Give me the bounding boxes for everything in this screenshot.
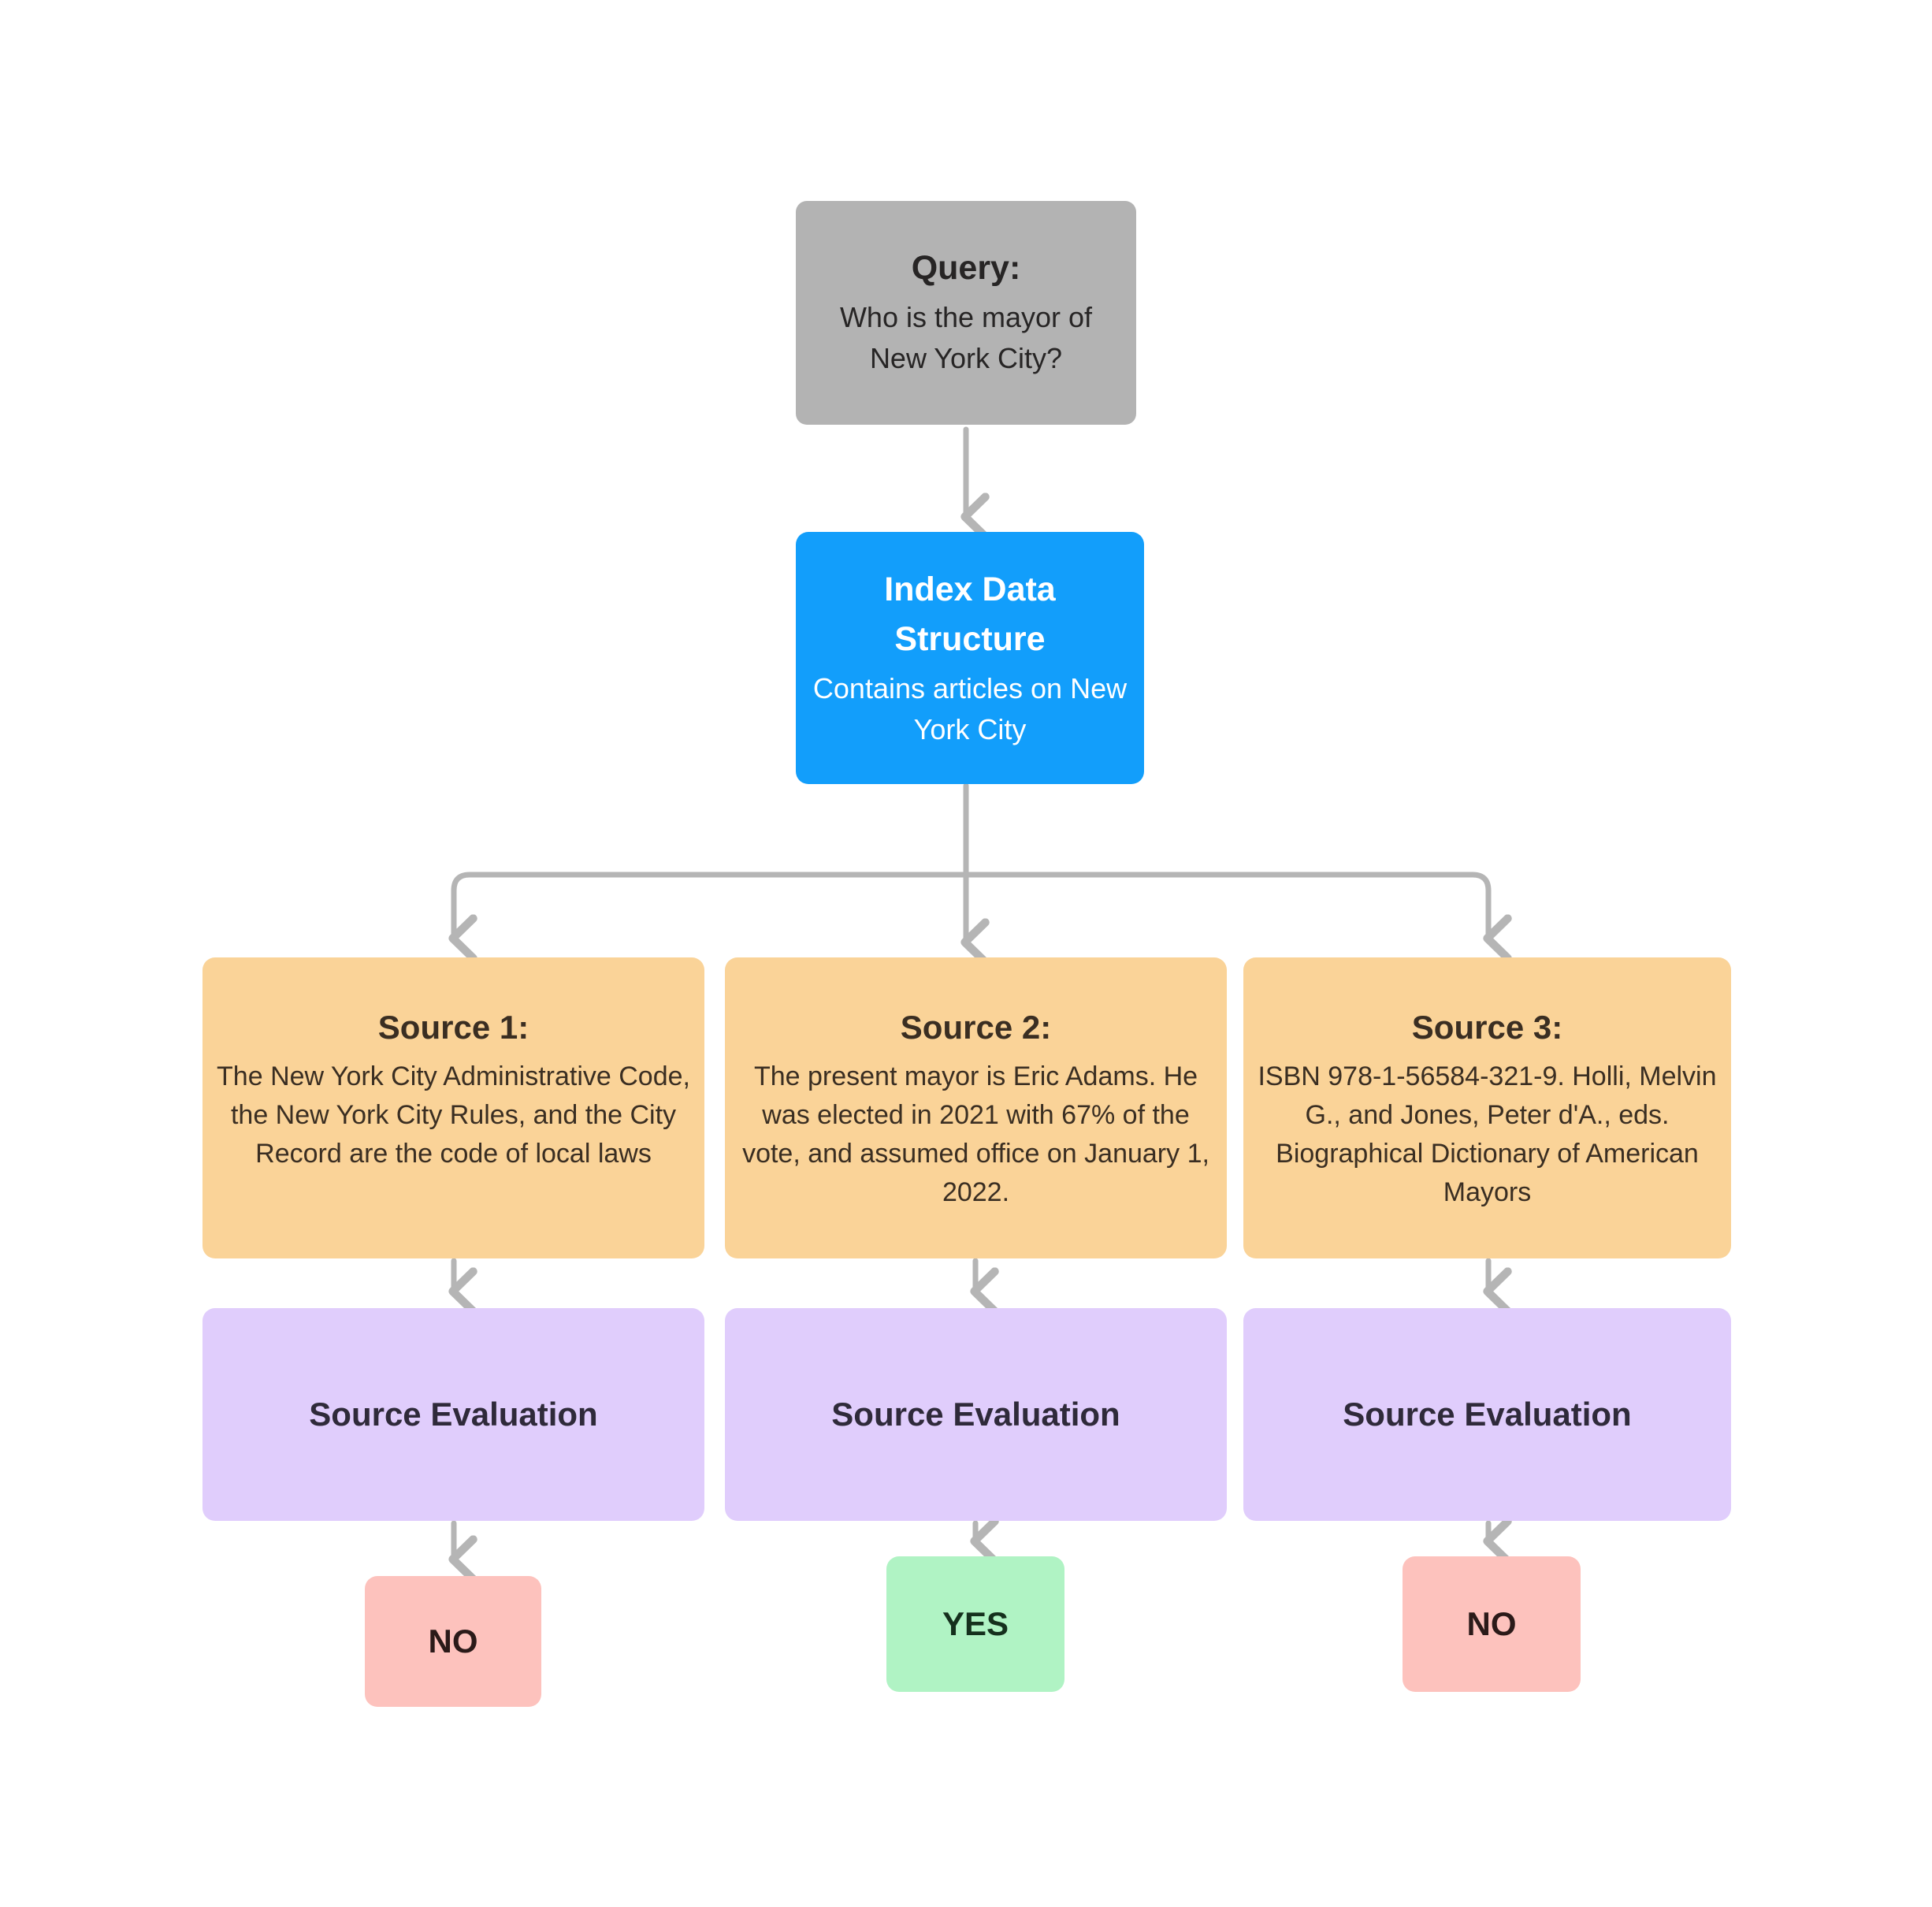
index-data-structure-node[interactable]: Index Data Structure Contains articles o… bbox=[796, 532, 1144, 784]
source-evaluation-3-node[interactable]: Source Evaluation bbox=[1243, 1308, 1731, 1521]
index-node-body: Contains articles on New York City bbox=[812, 672, 1128, 746]
source-evaluation-1-node[interactable]: Source Evaluation bbox=[202, 1308, 704, 1521]
source-evaluation-2-node[interactable]: Source Evaluation bbox=[725, 1308, 1227, 1521]
source-1-node[interactable]: Source 1: The New York City Administrati… bbox=[202, 957, 704, 1258]
source-1-body: The New York City Administrative Code, t… bbox=[217, 1061, 690, 1169]
source-evaluation-3-label: Source Evaluation bbox=[1343, 1395, 1632, 1433]
source-2-body: The present mayor is Eric Adams. He was … bbox=[742, 1061, 1209, 1208]
source-3-node[interactable]: Source 3: ISBN 978-1-56584-321-9. Holli,… bbox=[1243, 957, 1731, 1258]
verdict-2-label: YES bbox=[942, 1604, 1009, 1642]
source-3-body: ISBN 978-1-56584-321-9. Holli, Melvin G.… bbox=[1258, 1061, 1717, 1208]
verdict-2-node[interactable]: YES bbox=[886, 1556, 1064, 1692]
source-2-node[interactable]: Source 2: The present mayor is Eric Adam… bbox=[725, 957, 1227, 1258]
query-node-body: Who is the mayor of New York City? bbox=[839, 300, 1093, 374]
verdict-3-label: NO bbox=[1466, 1604, 1517, 1642]
query-node-title: Query: bbox=[911, 248, 1021, 287]
connector-bus-right bbox=[963, 872, 1488, 938]
index-node-title: Index Data Structure bbox=[884, 571, 1056, 658]
source-evaluation-2-label: Source Evaluation bbox=[831, 1395, 1120, 1433]
source-3-title: Source 3: bbox=[1411, 1009, 1563, 1046]
query-node[interactable]: Query: Who is the mayor of New York City… bbox=[796, 201, 1136, 425]
verdict-1-label: NO bbox=[428, 1622, 478, 1660]
source-evaluation-1-label: Source Evaluation bbox=[309, 1395, 598, 1433]
connector-bus-left bbox=[454, 872, 969, 938]
source-1-title: Source 1: bbox=[377, 1009, 529, 1046]
verdict-3-node[interactable]: NO bbox=[1403, 1556, 1581, 1692]
source-2-title: Source 2: bbox=[900, 1009, 1052, 1046]
verdict-1-node[interactable]: NO bbox=[365, 1576, 541, 1707]
